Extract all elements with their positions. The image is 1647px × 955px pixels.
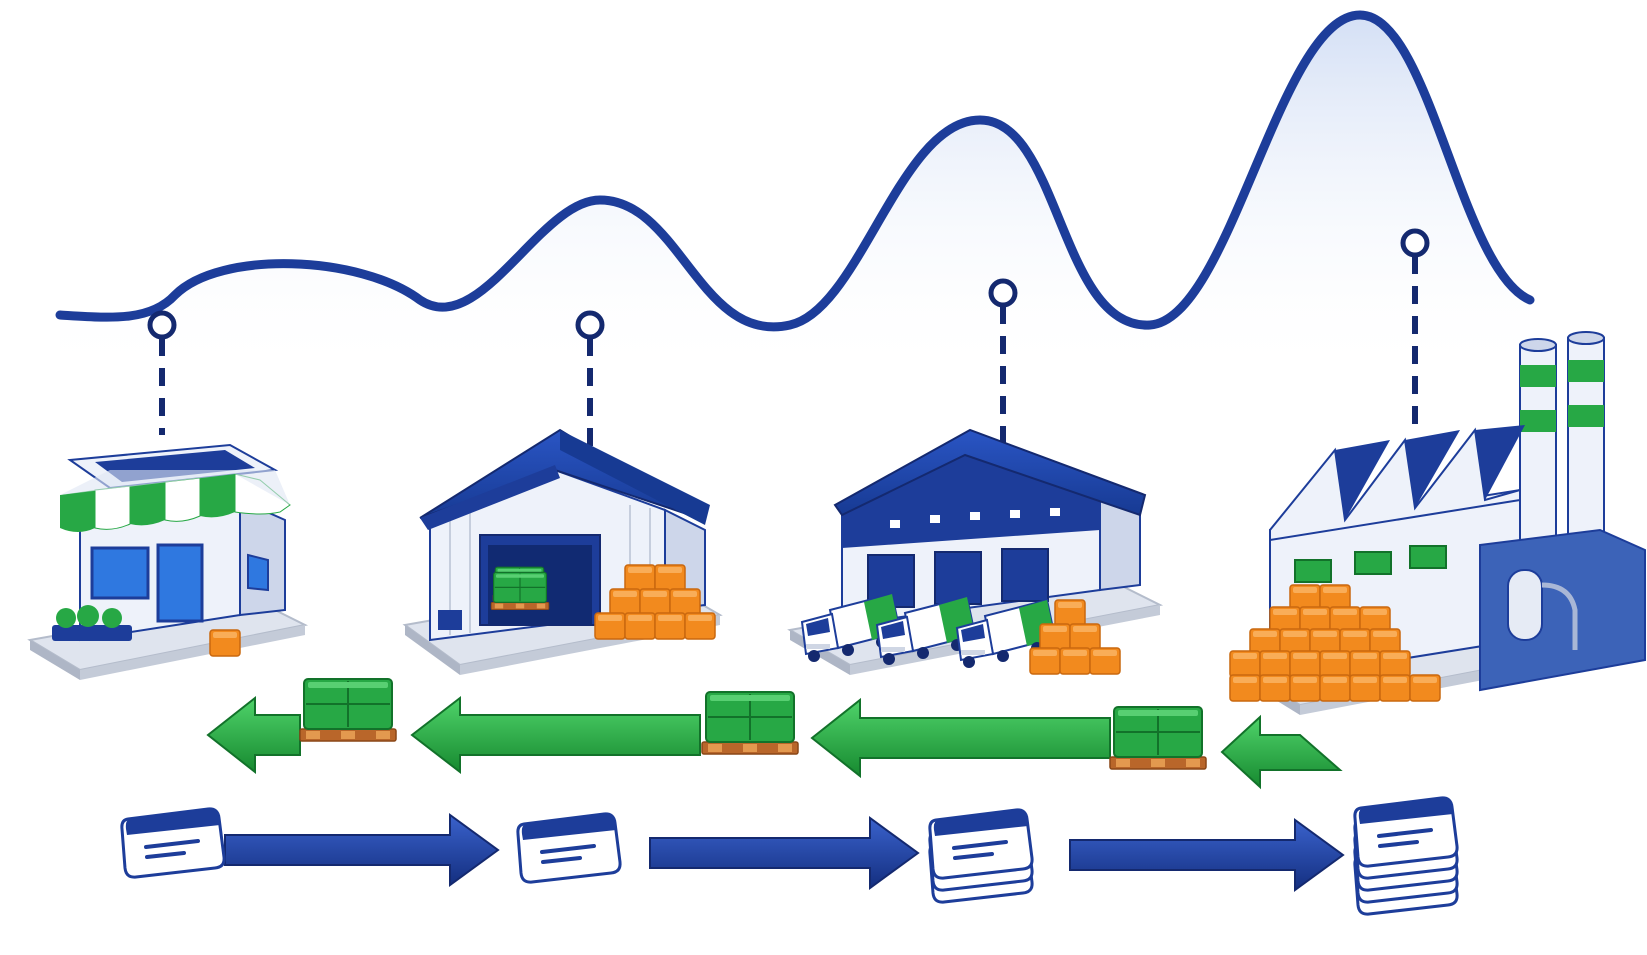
- connector-distributor: [988, 278, 1018, 448]
- retail-store-icon: [27, 443, 309, 680]
- connector-wholesaler: [575, 310, 605, 460]
- stage-connectors: [147, 228, 1430, 460]
- order-flow-arrow-2: [649, 816, 920, 890]
- order-stack-icon: [1352, 795, 1460, 917]
- connector-manufacturer: [1400, 228, 1430, 425]
- order-flow-arrow-1: [224, 813, 500, 887]
- green-pallet-icon: [1109, 706, 1207, 770]
- demand-wave-fill: [60, 15, 1530, 380]
- product-flow-arrow-1: [206, 695, 301, 775]
- product-flow-arrow-3: [810, 697, 1111, 779]
- green-pallet-icon: [299, 678, 397, 742]
- product-flow-arrow-4: [1220, 714, 1343, 790]
- product-flow: [206, 678, 1343, 790]
- demand-wave-line: [55, 10, 1535, 332]
- order-flow: [119, 795, 1460, 917]
- distribution-center-icon: [787, 428, 1164, 675]
- order-stack-icon: [927, 807, 1035, 905]
- factory-icon: [1229, 331, 1646, 715]
- warehouse-icon: [402, 428, 723, 675]
- order-document-icon: [515, 811, 623, 885]
- order-document-icon: [119, 806, 227, 880]
- connector-retailer: [147, 310, 177, 435]
- factory-chimneys: [1519, 331, 1605, 546]
- demand-wave: [55, 10, 1535, 380]
- store-awning: [60, 470, 291, 532]
- green-pallet-icon: [701, 691, 799, 755]
- product-flow-arrow-2: [410, 695, 701, 775]
- order-flow-arrow-3: [1069, 818, 1345, 892]
